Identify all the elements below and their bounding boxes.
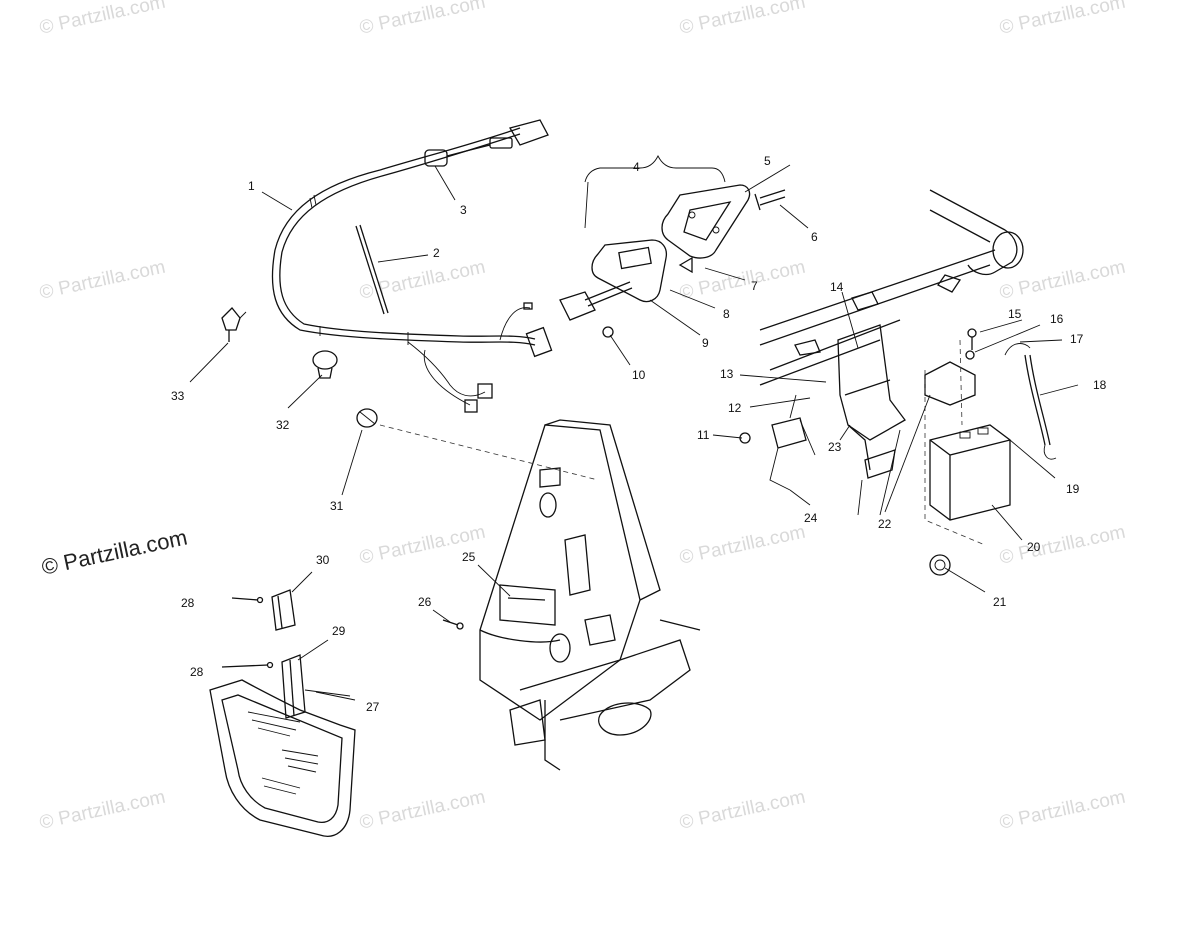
- fuse-holder[interactable]: [929, 554, 951, 576]
- callout-5: 5: [764, 154, 771, 168]
- callout-10: 10: [632, 368, 646, 382]
- callout-7: 7: [751, 279, 758, 293]
- callout-20: 20: [1027, 540, 1041, 554]
- mud-flap-guard[interactable]: [209, 679, 356, 837]
- callout-18: 18: [1093, 378, 1107, 392]
- leader-lines: [189, 164, 1079, 701]
- battery-pad[interactable]: [924, 361, 976, 406]
- callout-3: 3: [460, 203, 467, 217]
- callout-12: 12: [728, 401, 742, 415]
- callout-33: 33: [171, 389, 185, 403]
- callout-21: 21: [993, 595, 1007, 609]
- callout-19: 19: [1066, 482, 1080, 496]
- callout-24: 24: [804, 511, 818, 525]
- starter-solenoid[interactable]: [739, 394, 816, 491]
- callout-31: 31: [330, 499, 344, 513]
- callout-27: 27: [366, 700, 380, 714]
- wire-clamp[interactable]: [356, 408, 378, 428]
- wiring-harness[interactable]: [271, 119, 553, 413]
- callout-32: 32: [276, 418, 290, 432]
- callout-11: 11: [697, 428, 710, 442]
- callout-2: 2: [433, 246, 440, 260]
- callout-30: 30: [316, 553, 330, 567]
- callout-14: 14: [830, 280, 844, 294]
- tail-light-assembly[interactable]: [559, 154, 786, 338]
- ground-clip[interactable]: [221, 307, 247, 342]
- callout-23: 23: [828, 440, 842, 454]
- callout-labels: 1 2 3 4 5 6 7 8 9 10 11 12 13 14 15 16 1…: [171, 154, 1107, 714]
- callout-13: 13: [720, 367, 734, 381]
- battery-bracket[interactable]: [837, 324, 906, 516]
- callout-16: 16: [1050, 312, 1064, 326]
- callout-1: 1: [248, 179, 255, 193]
- callout-28: 28: [181, 596, 195, 610]
- battery-strap[interactable]: [1004, 343, 1057, 460]
- mount-bracket[interactable]: [271, 589, 351, 719]
- rubber-grommet[interactable]: [312, 350, 338, 379]
- battery-terminal-bolts[interactable]: [965, 328, 977, 360]
- cable-tie[interactable]: [355, 224, 389, 315]
- callout-8: 8: [723, 307, 730, 321]
- callout-28: 28: [190, 665, 204, 679]
- callout-17: 17: [1070, 332, 1084, 346]
- battery[interactable]: [929, 424, 1011, 521]
- callout-25: 25: [462, 550, 476, 564]
- rear-frame-plate[interactable]: [479, 419, 701, 771]
- screw[interactable]: [221, 596, 464, 669]
- callout-15: 15: [1008, 307, 1022, 321]
- callout-29: 29: [332, 624, 346, 638]
- callout-6: 6: [811, 230, 818, 244]
- frame-rail[interactable]: [759, 189, 1024, 386]
- callout-9: 9: [702, 336, 709, 350]
- callout-4: 4: [633, 160, 640, 174]
- callout-22: 22: [878, 517, 892, 531]
- callout-26: 26: [418, 595, 432, 609]
